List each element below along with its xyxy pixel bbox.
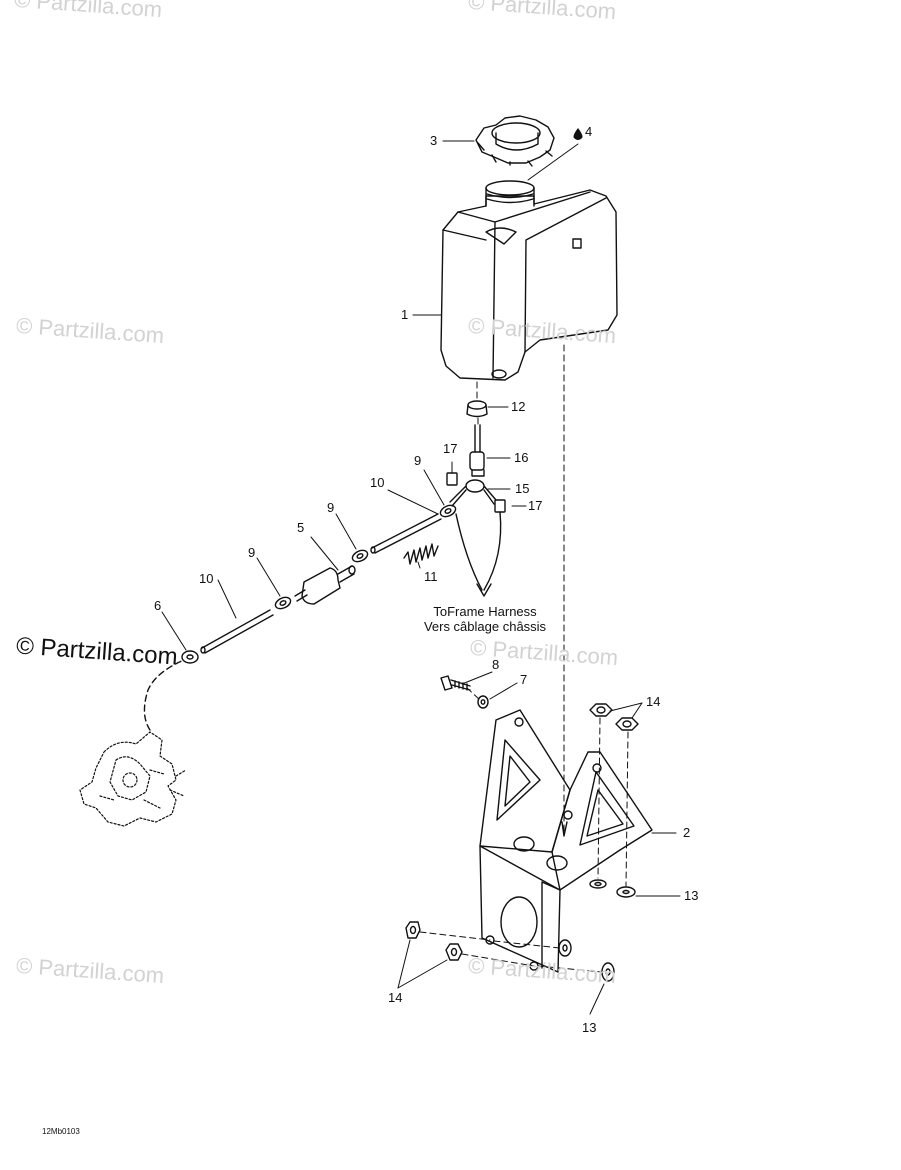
washer-top-1	[589, 879, 607, 889]
bolt	[440, 675, 471, 691]
harness-note: ToFrame Harness Vers câblage châssis	[400, 604, 570, 634]
nut-bottom-2	[445, 943, 463, 961]
callout-nut-14a: 14	[646, 694, 661, 709]
callout-filter: 5	[297, 520, 305, 535]
callout-nut-14b: 14	[388, 990, 403, 1005]
oil-filter	[294, 565, 356, 605]
oil-tank	[440, 180, 618, 381]
washer-top-2	[616, 886, 636, 898]
oil-pump-reference	[79, 731, 187, 827]
hose-lower	[200, 609, 274, 654]
clamp-lower	[274, 596, 292, 610]
callout-clamp-9a: 9	[414, 453, 422, 468]
washer-7	[477, 695, 489, 709]
callout-washer-7: 7	[520, 672, 528, 687]
end-clamp	[181, 650, 199, 664]
drawing-code: 12Mb0103	[42, 1127, 80, 1136]
callout-connector-17a: 17	[443, 441, 458, 456]
harness-note-line1: ToFrame Harness	[433, 604, 537, 619]
clamp-upper	[439, 504, 457, 518]
grommet	[466, 400, 488, 418]
spring	[403, 543, 439, 565]
callout-spring-11: 11	[424, 569, 438, 584]
hose-upper	[370, 513, 442, 554]
nut-bottom-1	[405, 921, 421, 939]
callout-clamp-9b: 9	[327, 500, 335, 515]
callout-connector-17b: 17	[528, 498, 543, 513]
callout-fitting-15: 15	[515, 481, 530, 496]
callout-oil-drop: 4	[585, 124, 593, 139]
callout-sensor-16: 16	[514, 450, 529, 465]
nut-top-1	[589, 703, 613, 717]
callout-tank: 1	[401, 307, 409, 322]
nut-top-2	[615, 717, 639, 731]
support-bracket	[479, 709, 653, 973]
callout-hose-10b: 10	[199, 571, 214, 586]
callout-support: 2	[683, 825, 691, 840]
callout-grommet-12: 12	[511, 399, 526, 414]
callout-bolt-8: 8	[492, 657, 500, 672]
tank-cap	[475, 115, 555, 167]
callout-clamp-9c: 9	[248, 545, 256, 560]
callout-end-clamp: 6	[154, 598, 162, 613]
callout-hose-10a: 10	[370, 475, 385, 490]
connector-upper	[446, 472, 458, 486]
callout-washer-13b: 13	[582, 1020, 597, 1035]
callout-cap: 3	[430, 133, 438, 148]
callout-washer-13a: 13	[684, 888, 699, 903]
oil-drop-icon	[573, 128, 583, 140]
harness-note-line2: Vers câblage châssis	[423, 619, 547, 634]
tee-fitting	[449, 479, 497, 507]
washer-bottom-1	[558, 939, 572, 957]
level-sensor	[469, 424, 485, 477]
clamp-middle	[351, 549, 369, 563]
connector-lower	[494, 499, 506, 513]
